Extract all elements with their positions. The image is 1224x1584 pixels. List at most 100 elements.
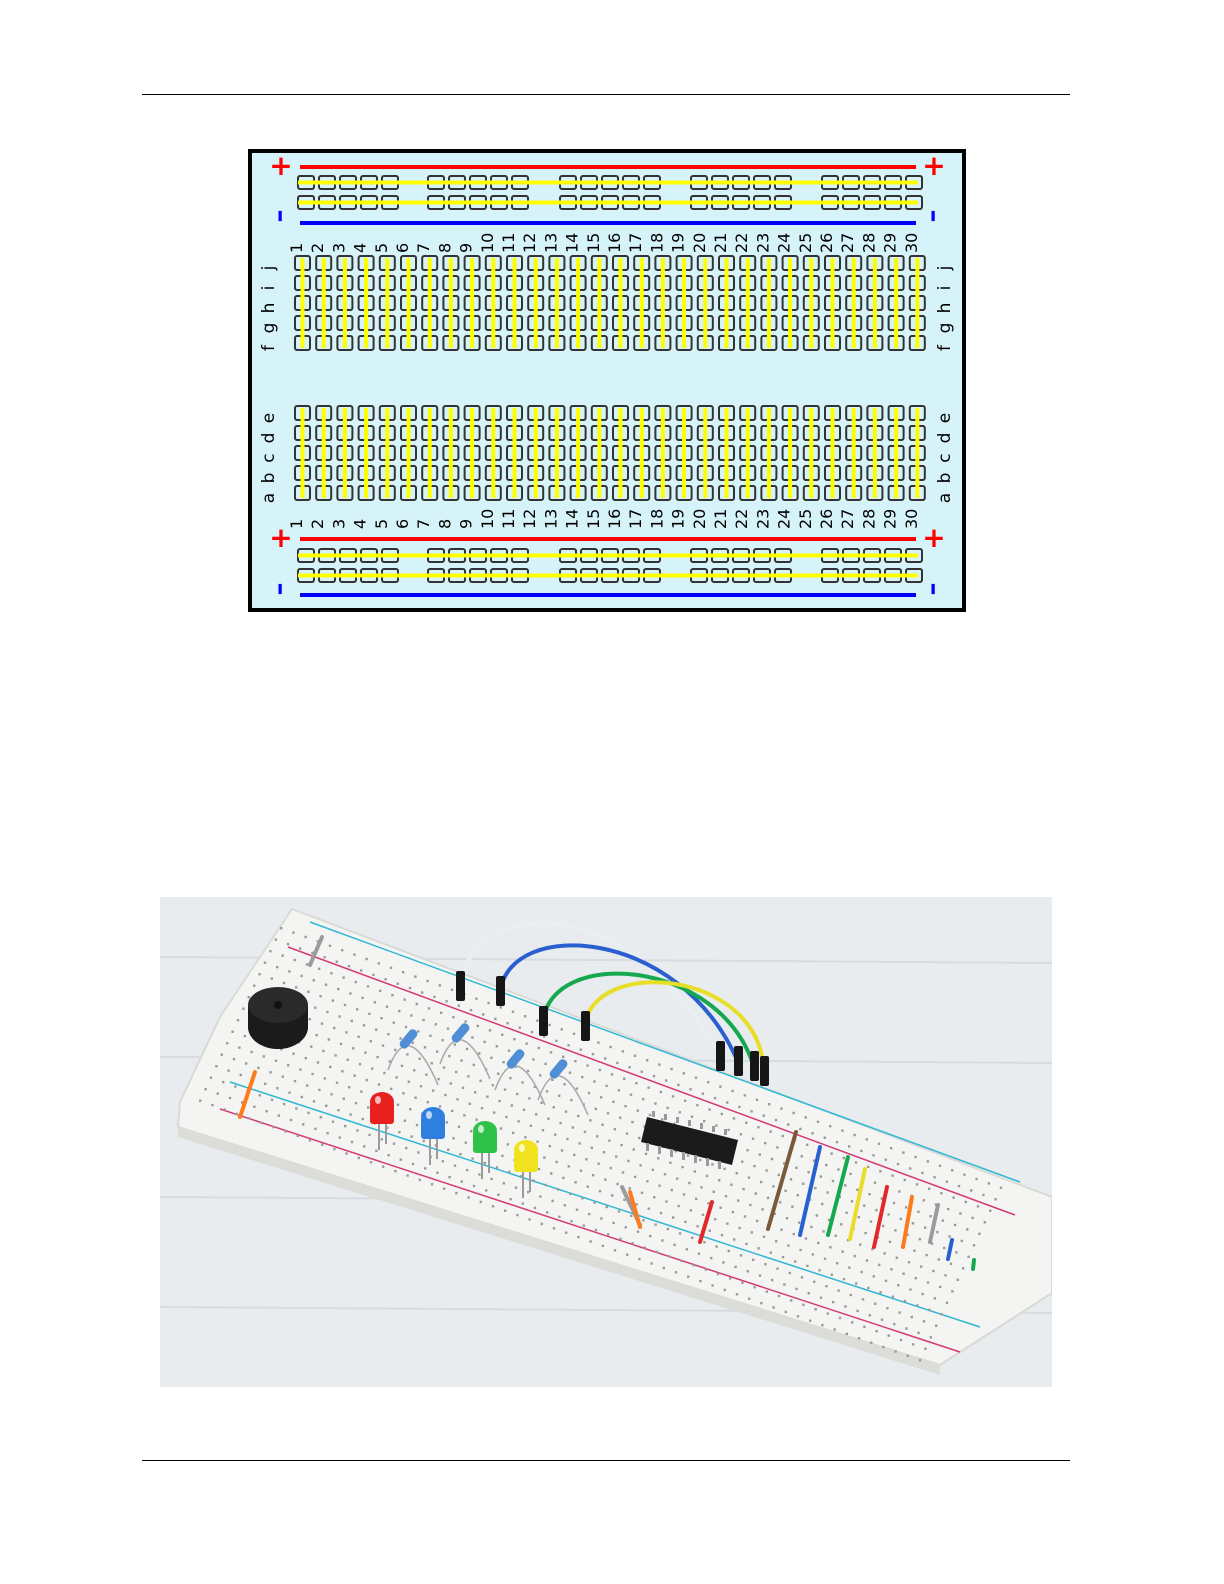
photo-hole (783, 1283, 785, 1285)
photo-hole (672, 1216, 674, 1218)
photo-hole (458, 1005, 460, 1007)
photo-hole (893, 1202, 895, 1204)
photo-hole (851, 1321, 853, 1323)
photo-hole (933, 1176, 935, 1178)
photo-hole (474, 1091, 476, 1093)
photo-hole (752, 1259, 754, 1261)
photo-hole (818, 1269, 820, 1271)
photo-hole (817, 1242, 819, 1244)
photo-hole (328, 1038, 330, 1040)
photo-hole (883, 1252, 885, 1254)
photo-hole (553, 1106, 555, 1108)
photo-hole (545, 1184, 547, 1186)
photo-hole (299, 1068, 301, 1070)
photo-hole (638, 1258, 640, 1260)
photo-hole (660, 1212, 662, 1214)
photo-hole (305, 1057, 307, 1059)
photo-hole (226, 1042, 228, 1044)
photo-hole (597, 1041, 599, 1043)
photo-hole (744, 1094, 746, 1096)
photo-hole (447, 1028, 449, 1030)
photo-hole (576, 1209, 578, 1211)
photo-hole (427, 1101, 429, 1103)
photo-hole (376, 1056, 378, 1058)
photo-hole (465, 1142, 467, 1144)
photo-hole (731, 1090, 733, 1092)
photo-hole (442, 1160, 444, 1162)
photo-hole (397, 1104, 399, 1106)
photo-hole (646, 1059, 648, 1061)
photo-hole (581, 1076, 583, 1078)
photo-hole (947, 1208, 949, 1210)
photo-hole (622, 1050, 624, 1052)
photo-hole (568, 1165, 570, 1167)
photo-hole (497, 1194, 499, 1196)
ic-pin (658, 1146, 661, 1154)
photo-hole (679, 1111, 681, 1113)
photo-hole (532, 1058, 534, 1060)
top-column-number: 21 (711, 233, 730, 253)
photo-hole (566, 1138, 568, 1140)
photo-hole (730, 1184, 732, 1186)
photo-hole (912, 1343, 914, 1345)
photo-hole (695, 1077, 697, 1079)
photo-hole (921, 1293, 923, 1295)
photo-hole (250, 1051, 252, 1053)
photo-hole (414, 1097, 416, 1099)
photo-hole (500, 1127, 502, 1129)
photo-hole (835, 1235, 837, 1237)
photo-hole (223, 1108, 225, 1110)
photo-hole (951, 1169, 953, 1171)
photo-hole (962, 1267, 964, 1269)
photo-hole (787, 1123, 789, 1125)
photo-hole (673, 1244, 675, 1246)
photo-hole (705, 1268, 707, 1270)
photo-hole (222, 1081, 224, 1083)
ic-pin (652, 1111, 655, 1117)
photo-hole (702, 1093, 704, 1095)
photo-hole (634, 1055, 636, 1057)
photo-hole (395, 1076, 397, 1078)
photo-hole (423, 1140, 425, 1142)
photo-hole (628, 1066, 630, 1068)
photo-hole (497, 1073, 499, 1075)
photo-hole (574, 1181, 576, 1183)
photo-hole (687, 1154, 689, 1156)
photo-hole (452, 1137, 454, 1139)
photo-hole (450, 1082, 452, 1084)
photo-hole (660, 1091, 662, 1093)
photo-hole (547, 1118, 549, 1120)
photo-hole (272, 1126, 274, 1128)
photo-hole (850, 1294, 852, 1296)
photo-hole (394, 1049, 396, 1051)
photo-hole (855, 1161, 857, 1163)
photo-hole (675, 1271, 677, 1273)
photo-hole (959, 1212, 961, 1214)
photo-hole (846, 1333, 848, 1335)
photo-hole (349, 992, 351, 994)
photo-hole (353, 1075, 355, 1077)
photo-hole (348, 1086, 350, 1088)
photo-hole (763, 1236, 765, 1238)
photo-hole (511, 1104, 513, 1106)
photo-hole (464, 1020, 466, 1022)
photo-hole (769, 1130, 771, 1132)
photo-hole (892, 1296, 894, 1298)
photo-hole (360, 1090, 362, 1092)
photo-hole (687, 1276, 689, 1278)
photo-hole (794, 1260, 796, 1262)
photo-hole (325, 1105, 327, 1107)
photo-hole (623, 1199, 625, 1201)
photo-hole (562, 1056, 564, 1058)
photo-hole (950, 1263, 952, 1265)
photo-hole (631, 1242, 633, 1244)
photo-hole (939, 1165, 941, 1167)
photo-hole (307, 991, 309, 993)
photo-hole (813, 1281, 815, 1283)
photo-hole (481, 1107, 483, 1109)
top-column-number: 20 (690, 233, 709, 253)
right-bottom-row-letter: b (935, 473, 955, 484)
photo-hole (473, 1185, 475, 1187)
photo-hole (276, 1087, 278, 1089)
bottom-column-number: 20 (690, 509, 709, 529)
